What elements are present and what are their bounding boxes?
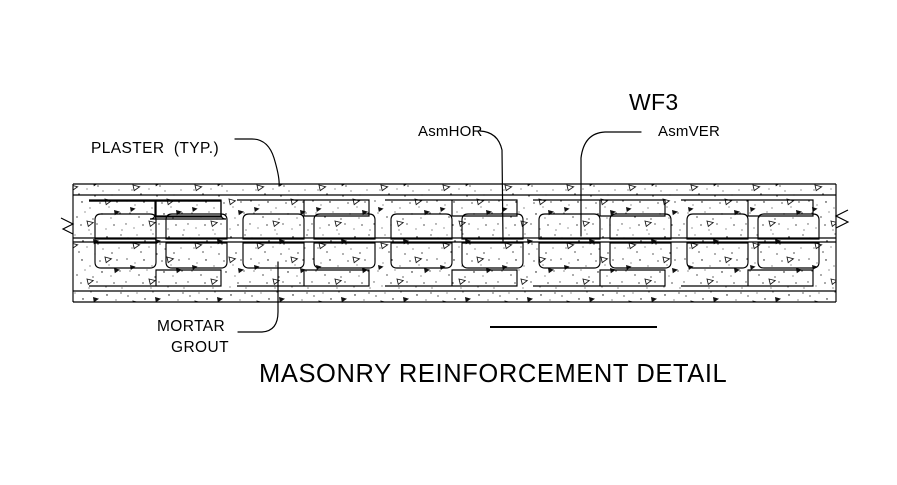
- leader-lines: [234, 130, 642, 333]
- asm-hor-leader-line: [479, 130, 504, 242]
- lower-course-cells: [89, 242, 820, 287]
- mortar-grout-leader-line: [237, 261, 279, 333]
- plaster-leader-line: [234, 138, 280, 187]
- bed-mortar-joint: [73, 237, 836, 243]
- asm-hor-label: AsmHOR: [418, 123, 483, 140]
- plaster-label: PLASTER (TYP.): [91, 140, 219, 157]
- break-line-right-icon: [834, 209, 850, 229]
- asm-ver-label: AsmVER: [658, 123, 720, 140]
- mortar-grout-label-line2: GROUT: [171, 339, 229, 356]
- break-line-left-icon: [60, 217, 75, 235]
- asm-ver-leader-line: [580, 131, 642, 237]
- cell-void-upper-a2: [89, 200, 222, 218]
- plaster-faces: [73, 183, 836, 303]
- masonry-wall-section: [60, 183, 850, 303]
- wf3-label: WF3: [629, 89, 678, 115]
- drawing-title: MASONRY REINFORCEMENT DETAIL: [259, 360, 727, 388]
- mortar-grout-label-line1: MORTAR: [157, 318, 225, 335]
- upper-course-cells: [89, 199, 820, 240]
